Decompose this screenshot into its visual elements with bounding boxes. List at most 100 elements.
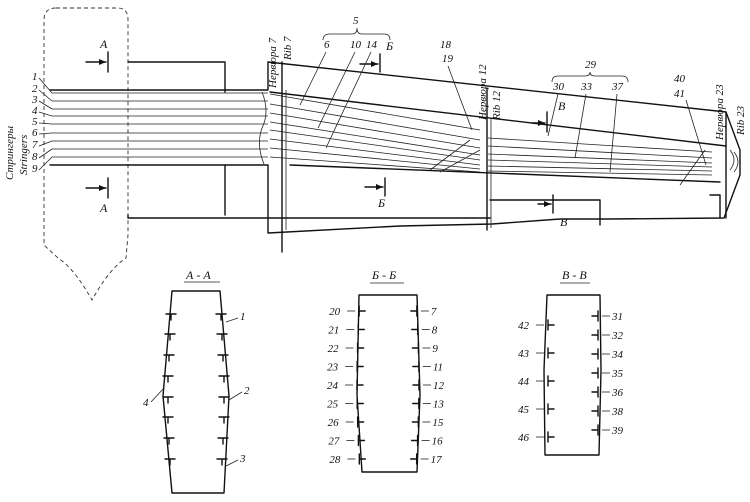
break-line-root xyxy=(259,91,267,165)
stringer-mark xyxy=(547,319,555,331)
section-stringer-label: 32 xyxy=(611,330,624,342)
stringer-mark xyxy=(411,342,420,354)
section-stringer-label: 43 xyxy=(518,348,530,360)
front-spar-line xyxy=(269,91,727,147)
cut-label-a-bottom: А xyxy=(99,201,108,215)
wing-plan-view: А А Б Б В xyxy=(4,7,747,301)
stringer-mark xyxy=(411,323,419,336)
callout-14: 14 xyxy=(366,39,378,51)
callout-18: 18 xyxy=(440,39,452,51)
stringer-mark xyxy=(358,453,367,465)
cut-marker-v-bottom: В xyxy=(537,194,568,229)
stringer-number: 2 xyxy=(32,83,38,95)
section-stringer-label: 39 xyxy=(611,425,624,437)
callout-40: 40 xyxy=(674,73,686,85)
stringer-mark xyxy=(591,348,599,360)
section-stringer-label: 31 xyxy=(611,311,623,323)
stringer-number: 6 xyxy=(32,127,38,139)
stringer-mark xyxy=(357,323,365,336)
stringer-number: 9 xyxy=(32,163,38,175)
section-stringer-label: 44 xyxy=(518,376,530,388)
section-stringer-label: 20 xyxy=(329,306,341,318)
stringer-mark xyxy=(547,431,555,443)
callout-6: 6 xyxy=(324,39,330,51)
section-bb-outline xyxy=(356,294,421,473)
section-stringer-label: 27 xyxy=(328,436,340,448)
stringer-mark xyxy=(410,434,419,447)
stringer-mark xyxy=(358,305,366,317)
root-bracket-upper xyxy=(127,61,226,93)
callout-33: 33 xyxy=(580,81,593,93)
cut-label-a-top: А xyxy=(99,37,108,51)
outer-stringers xyxy=(269,93,713,176)
callout-19: 19 xyxy=(442,53,454,65)
section-stringer-label: 17 xyxy=(431,454,443,466)
stringer-mark xyxy=(409,453,418,465)
section-aa-label-1: 1 xyxy=(240,311,246,323)
stringers-label-en: Stringers xyxy=(18,135,30,175)
rib-12-label-en: Rib 12 xyxy=(491,90,503,121)
stringer-mark xyxy=(547,375,555,387)
section-aa-label-3: 3 xyxy=(239,453,246,465)
section-aa-title: А - А xyxy=(185,268,211,282)
section-stringer-label: 22 xyxy=(328,343,340,355)
tip-hatch xyxy=(729,149,739,173)
section-aa-label-4: 4 xyxy=(143,397,149,409)
stringer-mark xyxy=(356,397,364,410)
root-bracket-lower xyxy=(127,214,491,219)
section-bb-title: Б - Б xyxy=(371,268,396,282)
section-stringer-label: 23 xyxy=(327,362,339,374)
callout-37: 37 xyxy=(611,81,624,93)
section-aa-label-2: 2 xyxy=(244,385,250,397)
section-stringer-label: 15 xyxy=(432,417,444,429)
stringer-mark xyxy=(547,347,555,359)
section-stringer-label: 26 xyxy=(328,417,340,429)
section-stringer-label: 11 xyxy=(433,362,443,374)
cut-marker-v-top: В xyxy=(531,99,566,133)
section-stringer-label: 21 xyxy=(328,325,339,337)
stringer-mark xyxy=(356,360,364,373)
cut-label-v-bottom: В xyxy=(560,215,568,229)
section-stringer-label: 9 xyxy=(432,343,438,355)
callout-10: 10 xyxy=(350,39,362,51)
cut-label-v-top: В xyxy=(558,99,566,113)
stringer-mark xyxy=(591,329,599,341)
stringer-mark xyxy=(356,379,364,391)
stringers-label-ru: Стрингеры xyxy=(4,125,16,180)
stringer-stop-40 xyxy=(679,149,706,186)
rib-23-label-en: Rib 23 xyxy=(735,105,747,136)
stringer-mark xyxy=(356,342,365,354)
callout-41: 41 xyxy=(674,88,685,100)
callout-5: 5 xyxy=(353,15,359,27)
top-callouts: 5 6 10 14 18 19 29 30 33 37 40 41 xyxy=(299,15,707,173)
rib-7-label-en: Rib 7 xyxy=(282,36,294,61)
cut-marker-a-bottom: А xyxy=(85,177,109,215)
stringer-number: 5 xyxy=(32,116,38,128)
stringer-mark xyxy=(547,403,555,415)
wing-outline xyxy=(49,61,741,234)
section-stringer-label: 16 xyxy=(432,436,444,448)
stringer-number: 8 xyxy=(32,151,38,163)
stringer-mark xyxy=(591,367,599,379)
section-bb-stringers xyxy=(345,305,431,465)
cut-marker-b-top: Б xyxy=(359,39,393,73)
rear-spar-line xyxy=(289,164,721,183)
stringer-number: 7 xyxy=(32,139,38,151)
stringer-mark xyxy=(591,310,599,322)
section-stringer-label: 8 xyxy=(432,325,438,337)
tip-bracket xyxy=(709,194,721,219)
stringer-mark xyxy=(412,397,420,410)
section-stringer-label: 28 xyxy=(329,454,341,466)
stringer-mark xyxy=(412,360,420,373)
cut-marker-a-top: А xyxy=(85,37,109,73)
section-aa: А - А 1 2 3 4 xyxy=(143,268,250,494)
cut-label-b-bottom: Б xyxy=(377,196,385,210)
section-stringer-label: 36 xyxy=(611,387,624,399)
